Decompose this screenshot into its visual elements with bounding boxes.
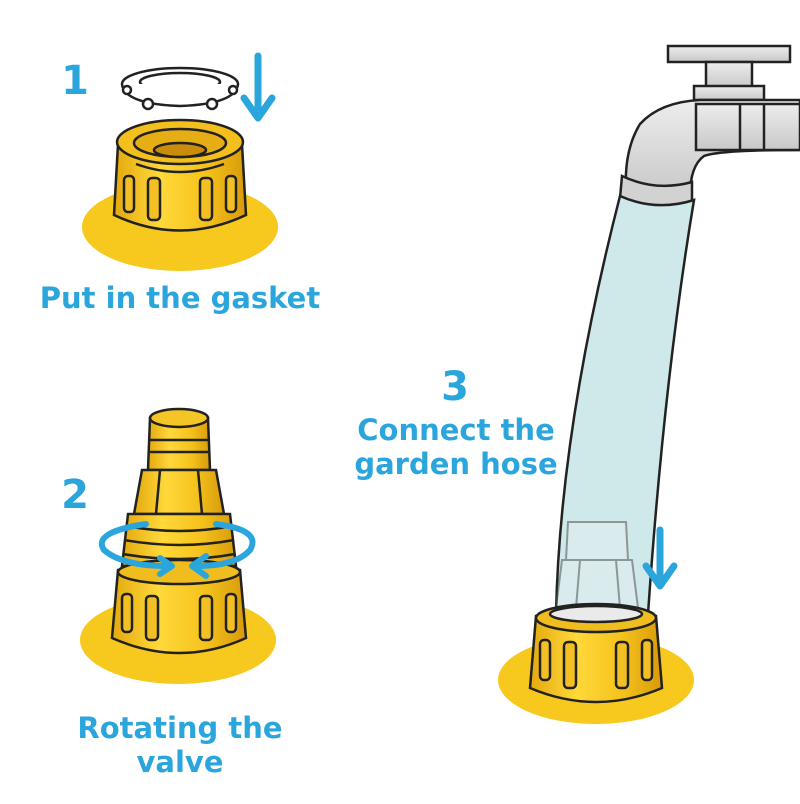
- step-2-caption-line-2: valve: [136, 745, 224, 779]
- down-arrow-icon: [240, 52, 276, 122]
- step-2-caption-line-1: Rotating the: [77, 711, 283, 745]
- step-1-number: 1: [61, 58, 89, 104]
- connector-icon: [110, 407, 248, 655]
- step-3-number: 3: [441, 364, 469, 410]
- step-1-caption: Put in the gasket: [39, 281, 321, 315]
- step-3-caption-line-2: garden hose: [354, 447, 558, 481]
- faucet-icon: [618, 44, 800, 210]
- step-1-illustration: [82, 52, 278, 271]
- rotate-arrows-icon: [98, 521, 256, 579]
- step-3-caption-line-1: Connect the: [357, 413, 555, 447]
- step-3-illustration: [498, 44, 800, 724]
- gasket-icon: [120, 66, 240, 111]
- hose-icon: [554, 194, 696, 616]
- step-2-illustration: [80, 407, 276, 684]
- step-2-number: 2: [61, 472, 89, 518]
- down-arrow-icon: [642, 526, 678, 590]
- connector-icon: [528, 602, 664, 704]
- connector-icon: [112, 118, 248, 232]
